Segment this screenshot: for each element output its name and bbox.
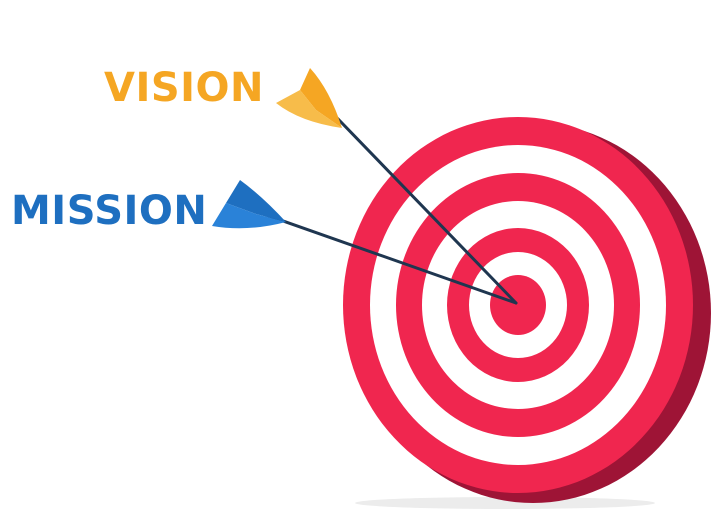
- vision-label: VISION: [104, 65, 264, 111]
- mission-arrow-fletching-top: [226, 180, 286, 222]
- bullseye-target-icon: [343, 117, 711, 503]
- mission-label: MISSION: [11, 188, 207, 234]
- vision-arrow-fletching-bottom: [276, 90, 342, 128]
- ground-shadow: [355, 497, 655, 509]
- vision-arrow-fletching-top: [300, 68, 342, 128]
- mission-arrow-fletching-bottom: [212, 203, 286, 229]
- vision-arrow-icon: [276, 68, 518, 305]
- mission-arrow-icon: [212, 180, 518, 305]
- vision-arrow-shaft: [308, 88, 518, 305]
